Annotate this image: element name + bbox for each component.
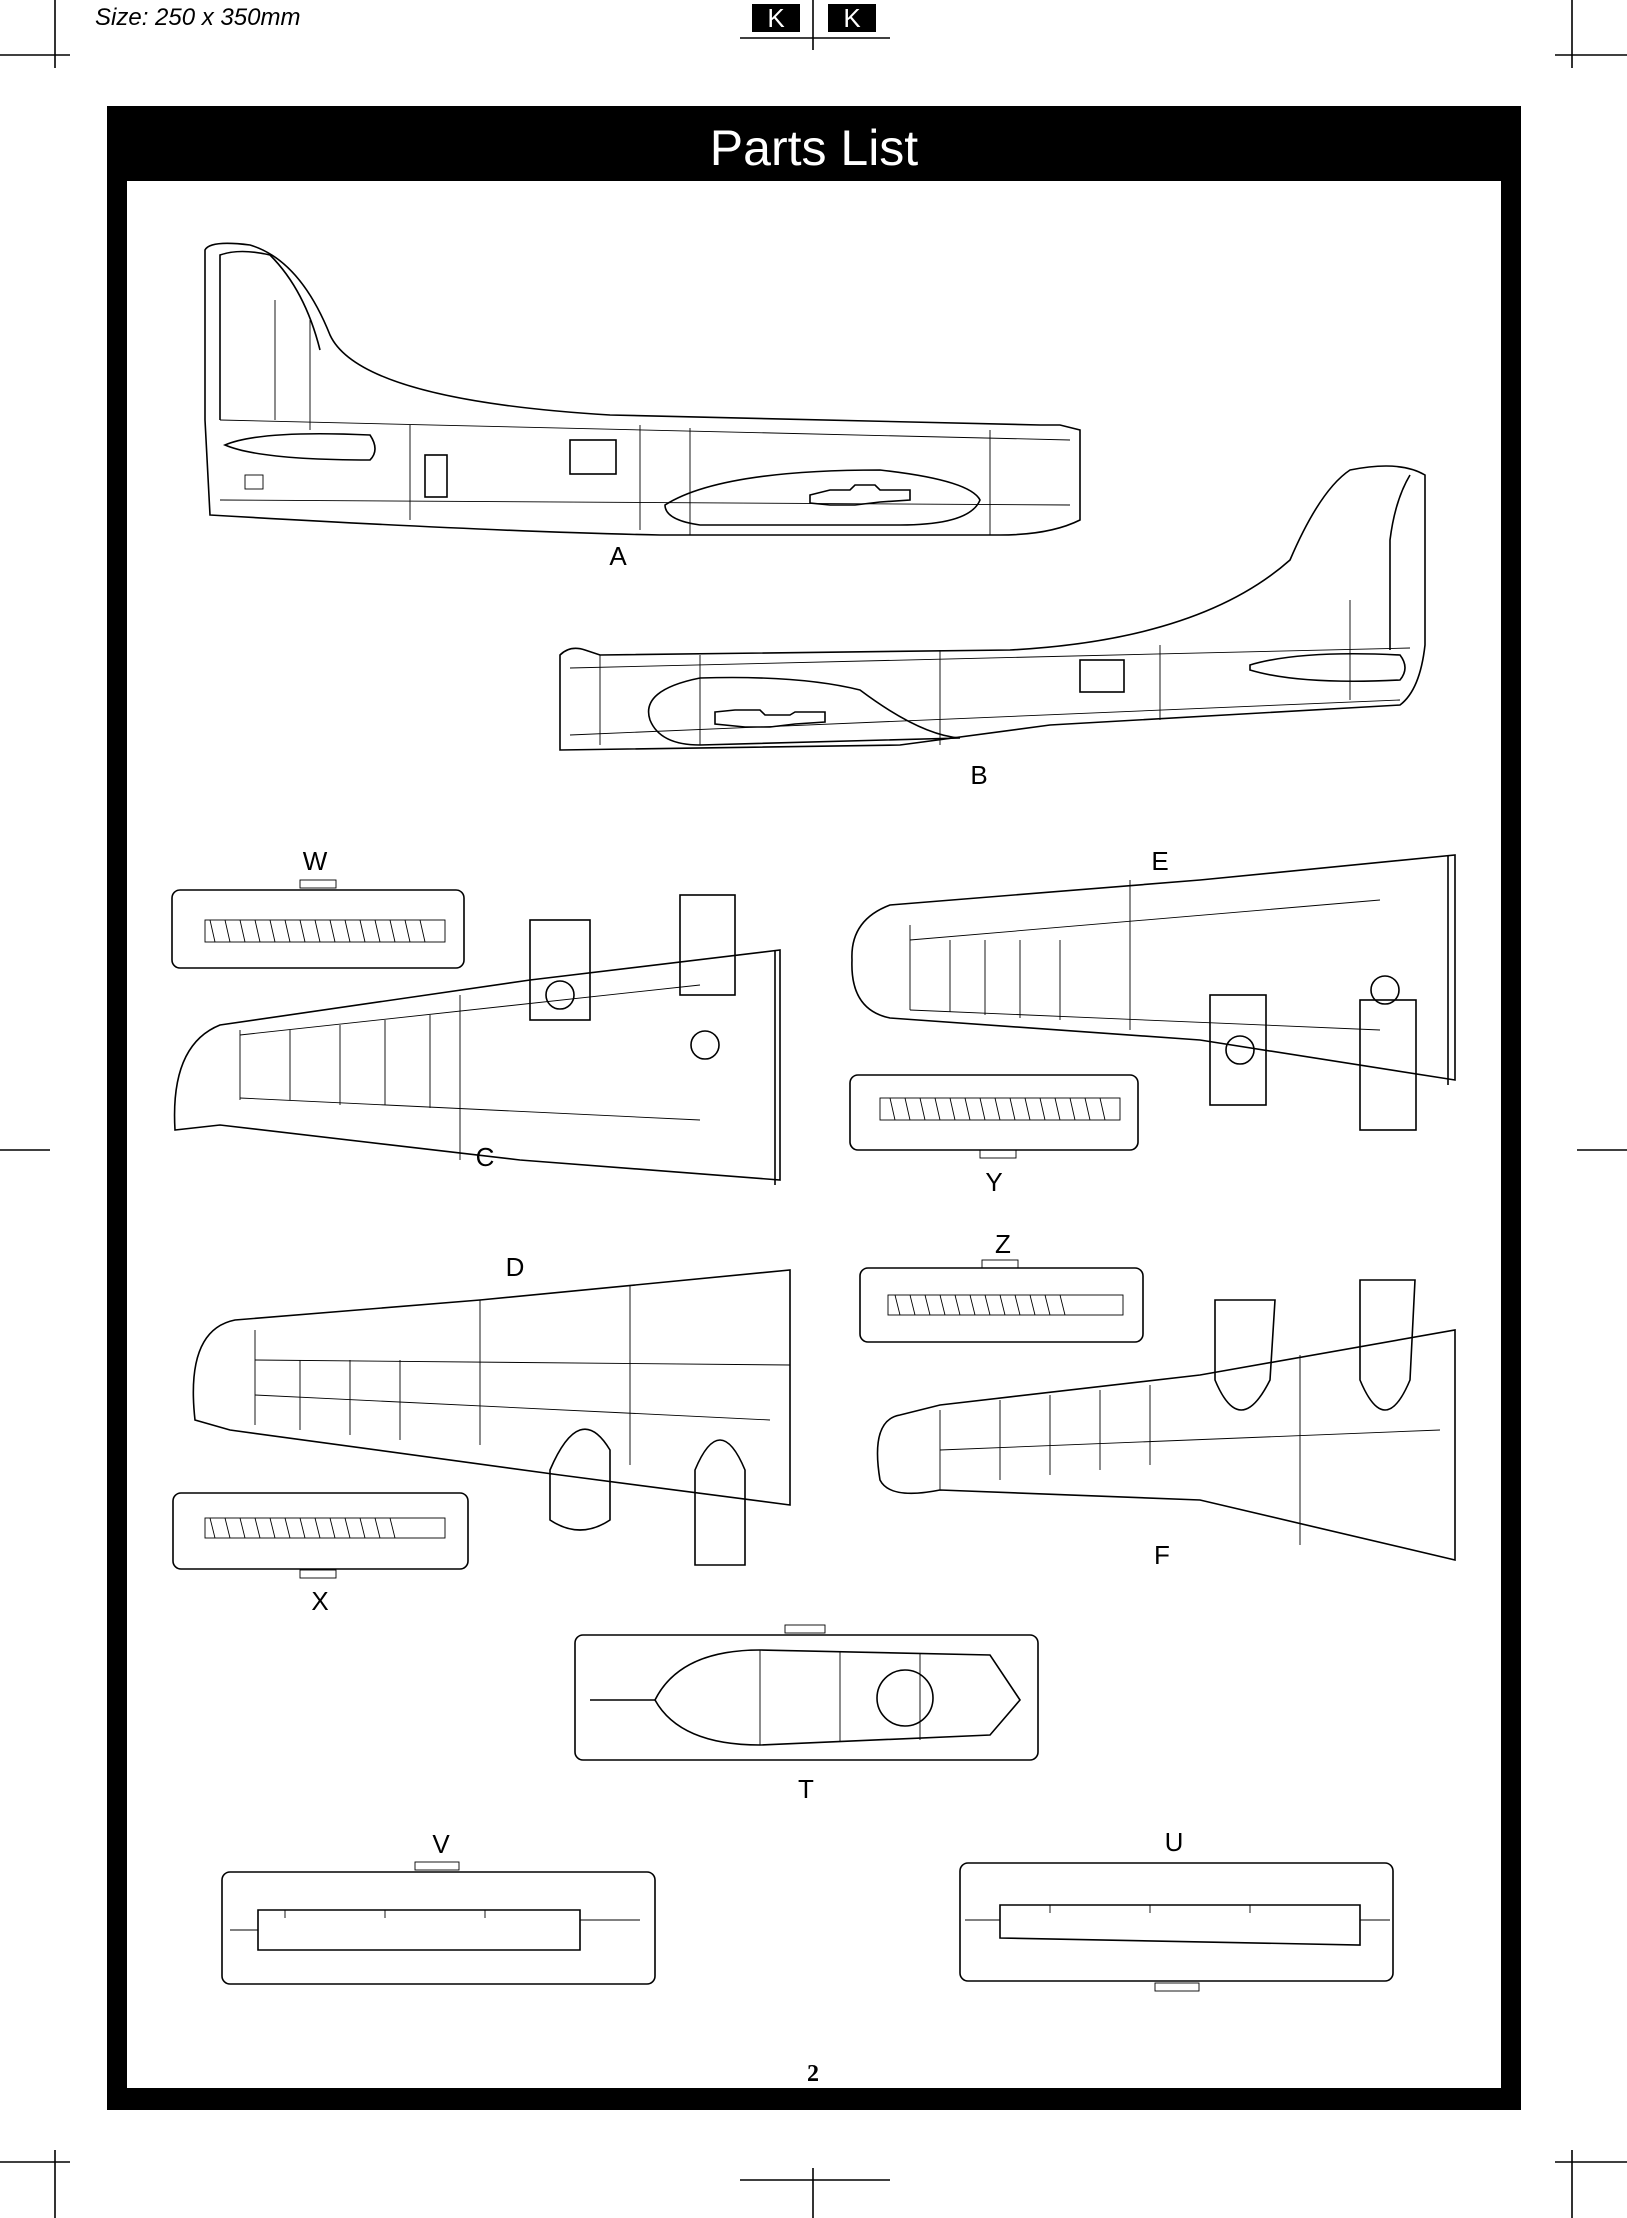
part-e-drawing: [851, 854, 1456, 1131]
part-label-t: T: [798, 1774, 814, 1804]
part-w-drawing: [171, 879, 465, 969]
part-a-drawing: [204, 242, 1081, 536]
part-z-drawing: [859, 1259, 1144, 1343]
part-label-b: B: [970, 760, 988, 790]
parts-list-frame: Parts List: [107, 106, 1521, 2110]
part-t-drawing: [574, 1624, 1039, 1761]
part-f-drawing: [876, 1279, 1456, 1562]
part-label-z: Z: [995, 1229, 1011, 1259]
page-number: 2: [807, 2061, 819, 2087]
part-y-drawing: [849, 1074, 1139, 1159]
part-v-drawing: [221, 1861, 656, 1985]
part-label-u: U: [1164, 1827, 1184, 1857]
page-title: Parts List: [709, 120, 919, 176]
part-x-drawing: [172, 1492, 469, 1579]
part-label-d: D: [505, 1252, 525, 1282]
part-label-y: Y: [985, 1167, 1003, 1197]
part-label-v: V: [432, 1829, 450, 1859]
registration-mark-k-left: K: [752, 4, 800, 32]
part-d-drawing: [192, 1269, 791, 1566]
part-label-e: E: [1151, 846, 1169, 876]
part-label-f: F: [1154, 1540, 1170, 1570]
parts-list-area: [127, 181, 1501, 2088]
part-label-a: A: [609, 541, 627, 571]
part-b-drawing: [559, 465, 1426, 751]
part-c-drawing: [173, 894, 781, 1185]
registration-mark-k-right: K: [828, 4, 876, 32]
part-label-x: X: [311, 1586, 329, 1616]
part-label-c: C: [475, 1142, 495, 1172]
part-label-w: W: [302, 846, 328, 876]
size-label: Size: 250 x 350mm: [95, 4, 301, 31]
part-u-drawing: [959, 1862, 1394, 1992]
